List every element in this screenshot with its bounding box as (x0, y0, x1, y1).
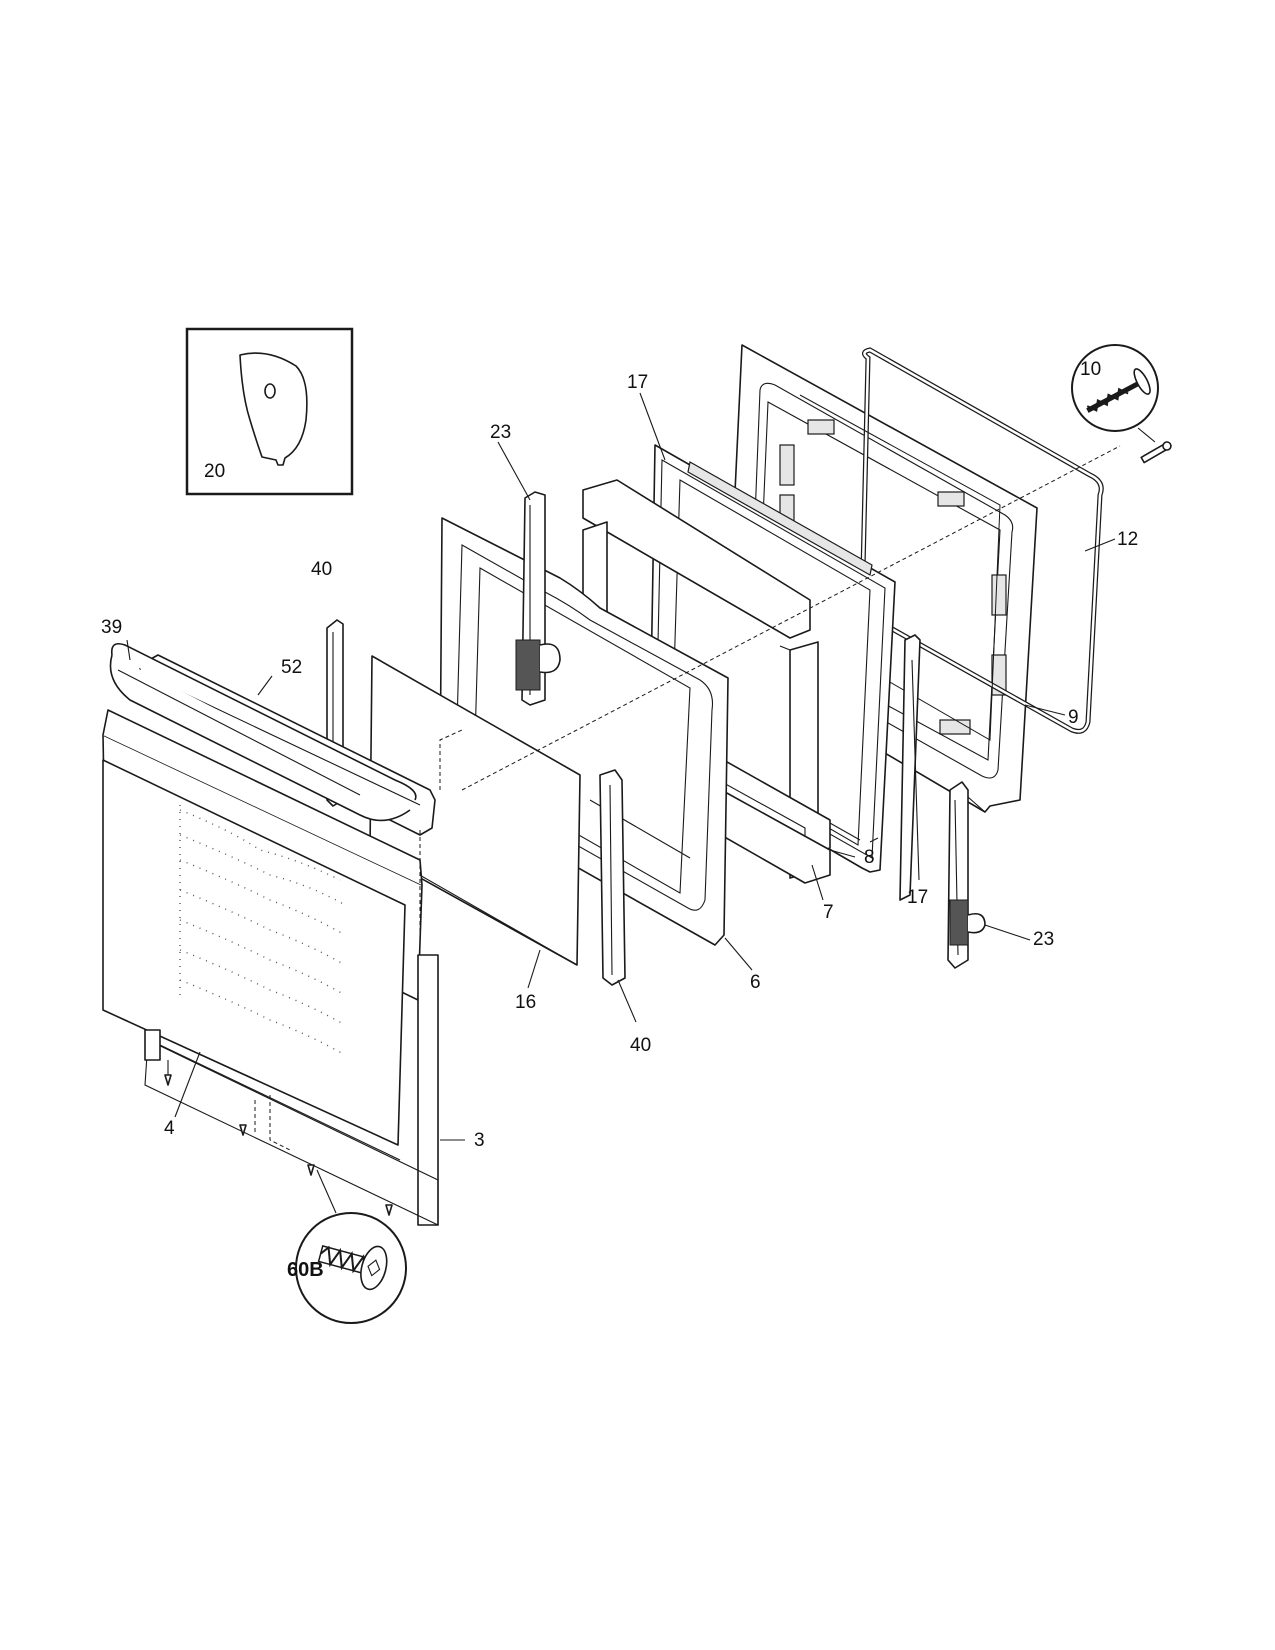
part-23-hinge-right (947, 781, 986, 969)
callout-39: 39 (101, 617, 122, 638)
callout-12: 12 (1117, 529, 1138, 550)
callout-9: 9 (1068, 707, 1079, 728)
callout-17-top: 17 (627, 372, 648, 393)
assembly-lines (254, 445, 1121, 1151)
callout-10: 10 (1080, 359, 1101, 380)
inset-part-20: 20 (185, 327, 354, 496)
callout-23-bottom: 23 (1033, 929, 1054, 950)
callout-6: 6 (750, 972, 761, 993)
callout-60b: 60B (287, 1259, 324, 1281)
callout-7: 7 (823, 902, 834, 923)
part-3-outer-panel (102, 709, 439, 1226)
inset-part-60b: 60B (287, 1212, 407, 1324)
callout-52: 52 (281, 657, 302, 678)
part-40-channel-right (599, 769, 626, 986)
part-39-handle (109, 642, 436, 836)
callout-4: 4 (164, 1118, 175, 1139)
part-23-hinge-left (515, 491, 561, 706)
callout-40-top: 40 (311, 559, 332, 580)
part-4-vent-trim (144, 1029, 401, 1161)
part-12-door-gasket (799, 347, 1104, 741)
callout-8: 8 (864, 847, 875, 868)
callout-17-bottom: 17 (907, 887, 928, 908)
callout-23-top: 23 (490, 422, 511, 443)
door-screws (164, 1060, 393, 1216)
part-6-inner-frame (439, 517, 729, 946)
leader-lines (126, 392, 1116, 1214)
callout-16: 16 (515, 992, 536, 1013)
callout-3: 3 (474, 1130, 485, 1151)
inset-part-10: 10 (1071, 344, 1172, 464)
callout-20: 20 (204, 461, 225, 482)
callout-40-bottom: 40 (630, 1035, 651, 1056)
